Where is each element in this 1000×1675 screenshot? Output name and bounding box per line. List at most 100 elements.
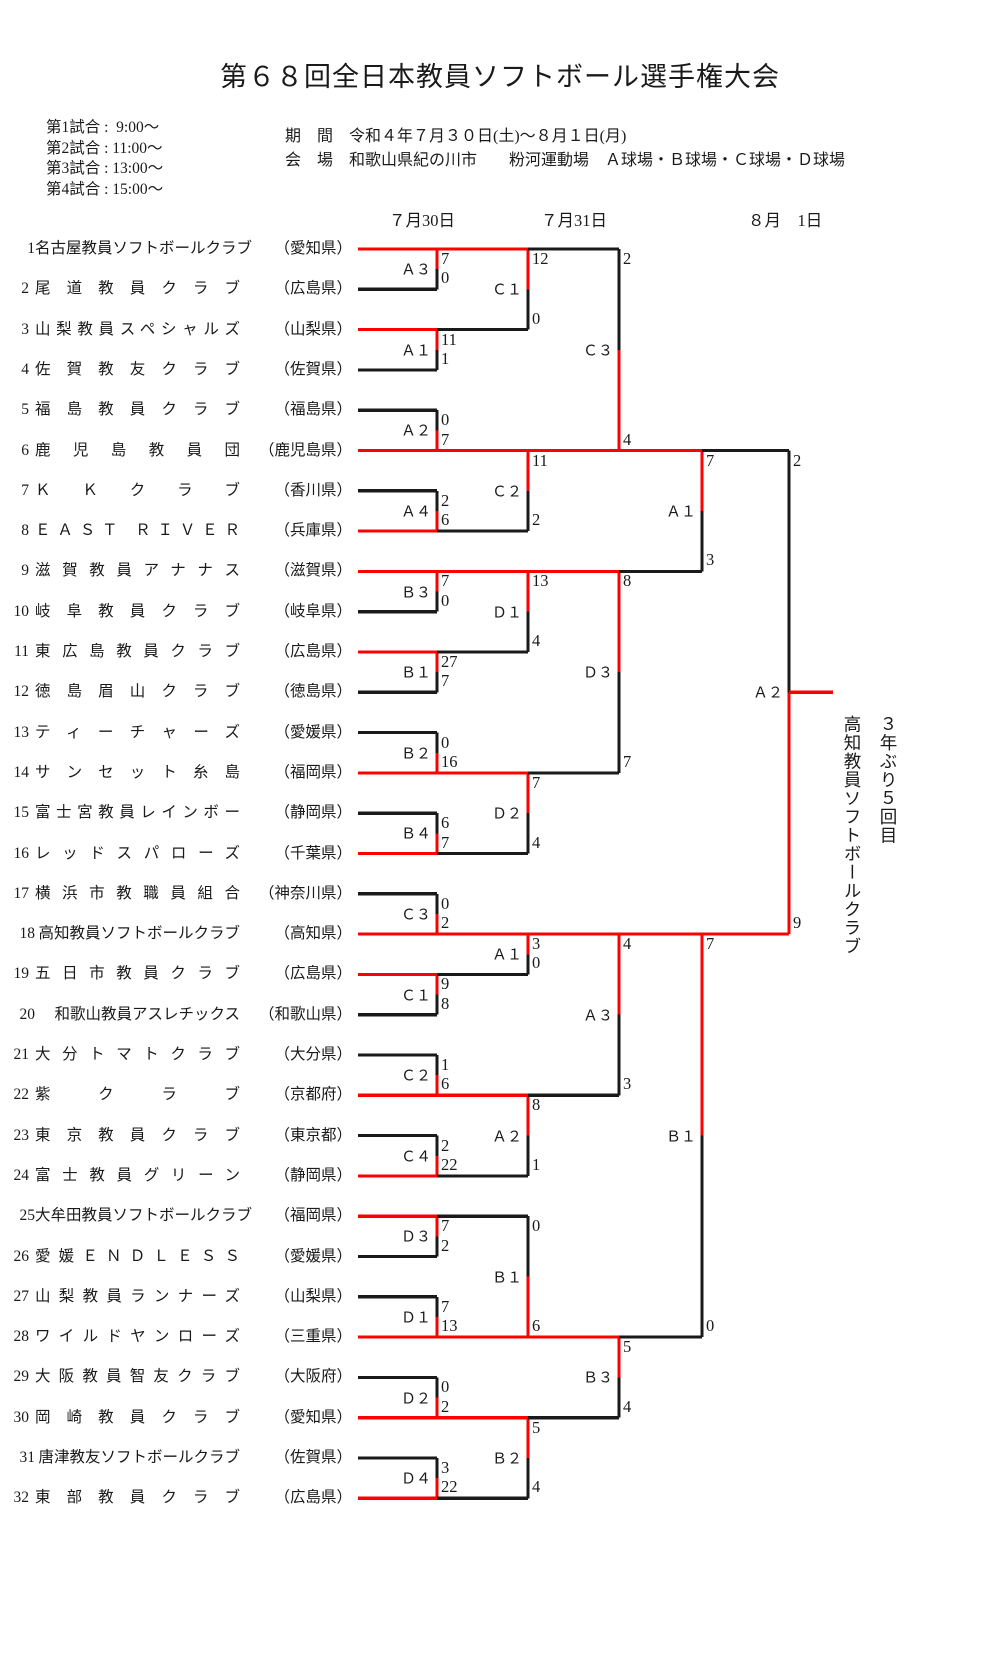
period-line: 期 間 令和４年７月３０日(土)～８月１日(月): [285, 128, 627, 145]
score-r1-15-top: 3: [441, 1458, 450, 1477]
match-label-r1-9: Ｃ１: [400, 988, 431, 1005]
score-r2-2-top: 13: [532, 571, 549, 591]
team-number: 23: [13, 1126, 30, 1144]
score-r1-4-top: 7: [441, 571, 450, 591]
date-header-day2: ７月31日: [541, 211, 607, 230]
match-label-sf-1: Ｂ１: [665, 1129, 696, 1146]
team-prefecture: （愛知県）: [274, 240, 352, 257]
score-r1-13-top: 7: [441, 1296, 450, 1316]
team-prefecture: （香川県）: [274, 481, 352, 499]
team-name: 唐津教友ソフトボールクラブ: [38, 1449, 240, 1466]
match-label-final: Ａ２: [752, 685, 783, 702]
score-r2-4-top: 3: [532, 934, 541, 954]
match-label-r2-4: Ａ１: [491, 947, 522, 964]
team-prefecture: （佐賀県）: [274, 1449, 352, 1466]
date-headers: ７月30日 ７月31日 ８月 1日: [0, 207, 1000, 233]
score-r1-1-bot: 1: [441, 348, 450, 368]
team-number: 26: [13, 1247, 30, 1265]
team-prefecture: （佐賀県）: [274, 360, 352, 378]
team-number: 31: [19, 1449, 36, 1466]
team-name: ＥＡＳＴ ＲＩＶＥＲ: [35, 522, 240, 540]
team-prefecture: （愛知県）: [274, 1408, 352, 1426]
team-prefecture: （大阪府）: [274, 1368, 352, 1386]
score-r2-3-bot: 4: [532, 832, 541, 852]
team-name: レッドスパローズ: [35, 844, 240, 862]
team-name: 山梨教員スペシャルズ: [35, 320, 240, 338]
team-number: 2: [21, 280, 29, 298]
match-label-r1-12: Ｄ３: [400, 1229, 431, 1246]
match-label-r2-3: Ｄ２: [491, 806, 522, 823]
team-prefecture: （広島県）: [274, 965, 352, 983]
team-name: 大分トマトクラブ: [35, 1046, 240, 1063]
team-prefecture: （和歌山県）: [258, 1005, 352, 1023]
score-r2-2-bot: 4: [532, 631, 541, 650]
team-number: 18: [19, 925, 36, 943]
match-label-r1-6: Ｂ２: [400, 746, 431, 763]
team-row: 1名古屋教員ソフトボールクラブ（愛知県）: [0, 238, 352, 260]
team-number: 30: [13, 1408, 30, 1426]
team-prefecture: （滋賀県）: [274, 562, 352, 580]
team-name: 富士教員グリーン: [35, 1166, 240, 1184]
score-r1-11-bot: 22: [441, 1154, 458, 1174]
match-label-r3-1: Ｄ３: [582, 665, 613, 682]
match-label-r1-14: Ｄ２: [400, 1391, 431, 1408]
team-number: 5: [21, 401, 29, 419]
team-number: 4: [21, 360, 29, 378]
match-label-r1-10: Ｃ２: [400, 1068, 431, 1085]
team-prefecture: （静岡県）: [274, 804, 352, 822]
team-prefecture: （福岡県）: [274, 763, 352, 781]
score-sf-1-bot: 0: [706, 1316, 715, 1336]
team-number: 27: [13, 1287, 30, 1305]
team-name: 岡崎教員クラブ: [35, 1408, 240, 1426]
score-r2-5-bot: 1: [532, 1154, 541, 1174]
team-number: 11: [14, 643, 29, 660]
team-number: 29: [13, 1368, 30, 1386]
score-r3-1-top: 8: [623, 571, 632, 591]
team-number: 8: [21, 522, 29, 540]
team-name: 東京教員クラブ: [35, 1126, 240, 1144]
score-r3-0-top: 2: [623, 249, 632, 268]
match-label-r1-0: Ａ３: [400, 262, 431, 279]
game-time-2: 第2試合 : 11:00～: [46, 139, 163, 157]
score-r1-10-top: 1: [441, 1055, 450, 1074]
score-r2-0-bot: 0: [532, 308, 541, 328]
score-r1-5-top: 27: [441, 652, 458, 671]
team-number: 3: [21, 320, 29, 338]
score-r2-6-bot: 6: [532, 1316, 541, 1336]
match-label-r1-4: Ｂ３: [400, 585, 431, 602]
score-r1-7-bot: 7: [441, 832, 450, 852]
team-row: 4 佐賀教友クラブ （佐賀県）: [0, 359, 352, 381]
score-r1-8-bot: 2: [441, 913, 450, 933]
page-title: 第６８回全日本教員ソフトボール選手権大会: [220, 62, 780, 92]
team-number: 24: [13, 1166, 30, 1184]
team-name: ＫＫクラブ: [35, 481, 240, 499]
date-header-day1: ７月30日: [389, 211, 455, 230]
team-number: 6: [21, 441, 29, 459]
team-prefecture: （三重県）: [274, 1328, 352, 1346]
team-number: 22: [13, 1086, 30, 1104]
team-row: 30 岡崎教員クラブ （愛知県）: [0, 1407, 353, 1429]
team-name: 鹿児島教員団: [35, 441, 240, 459]
match-label-r2-6: Ｂ１: [491, 1270, 522, 1287]
team-name: 東部教員クラブ: [35, 1489, 240, 1507]
match-label-r3-2: Ａ３: [582, 1008, 613, 1025]
team-name: 佐賀教友クラブ: [35, 360, 240, 378]
score-final-top: 2: [793, 450, 802, 470]
match-label-r3-0: Ｃ３: [582, 343, 613, 360]
